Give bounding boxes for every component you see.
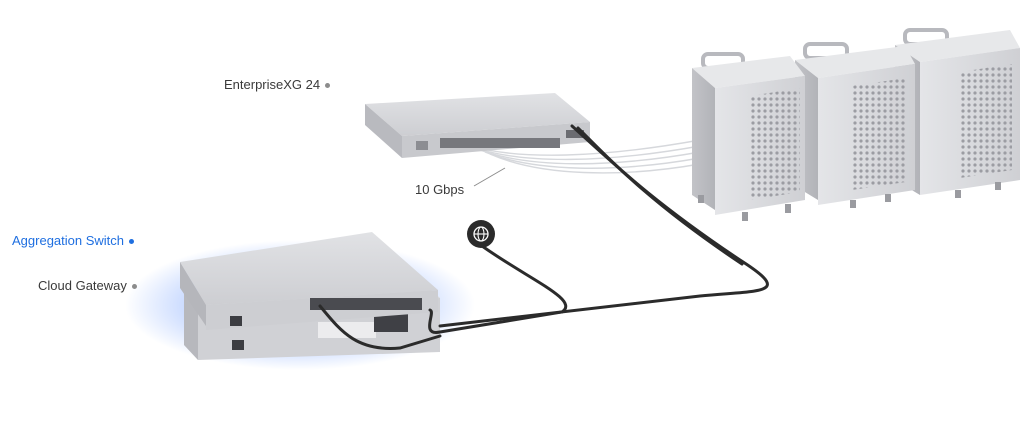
server-tower-2 [795,42,915,208]
label-dot-icon [131,284,137,290]
enterprisexg-24-label-text: EnterpriseXG 24 [224,77,321,92]
aggregation-switch-label[interactable]: Aggregation Switch [12,233,135,248]
cloud-gateway-label[interactable]: Cloud Gateway [38,278,137,293]
label-dot-icon [129,239,135,245]
cloud-gateway-label-text: Cloud Gateway [38,278,127,293]
speed-leader-line [473,167,506,187]
enterprisexg-24-switch [365,93,590,158]
sfp-port-row [440,138,560,148]
label-dot-icon [325,83,331,89]
fiber-bundle [469,139,701,174]
enterprisexg-24-label[interactable]: EnterpriseXG 24 [224,77,331,92]
aggregation-switch-label-text: Aggregation Switch [12,233,125,248]
speed-label: 10 Gbps [415,182,464,197]
speed-label-text: 10 Gbps [415,182,465,197]
globe-icon[interactable] [467,220,495,248]
ethernet-cables [318,124,769,350]
server-tower-1 [692,52,805,221]
